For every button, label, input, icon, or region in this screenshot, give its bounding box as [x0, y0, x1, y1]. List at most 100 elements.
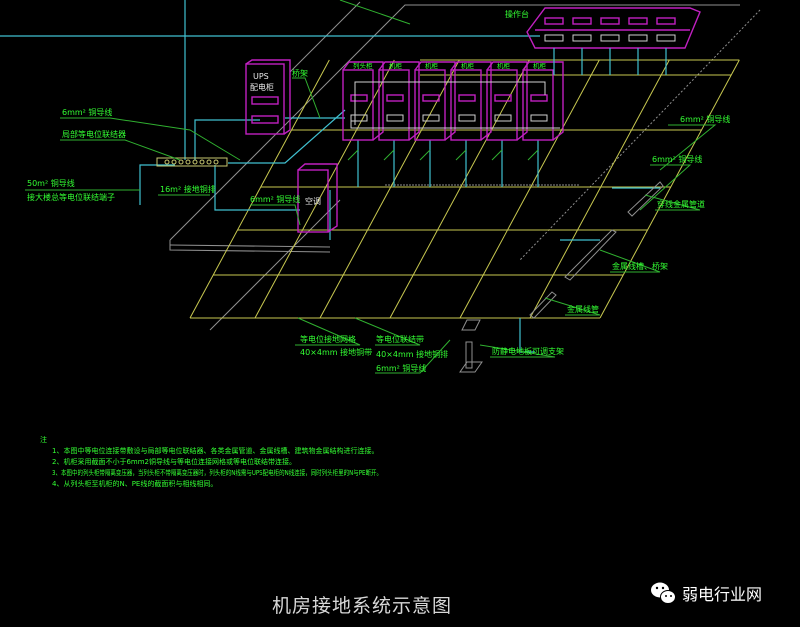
cabinet-module: [494, 94, 512, 102]
ups-distribution-cabinet: UPS 配电柜: [245, 59, 291, 135]
grid-name-label: 等电位接地网格: [300, 334, 356, 344]
grid-line: [319, 59, 460, 319]
ups-label: UPS: [253, 72, 269, 81]
grid-line: [254, 59, 395, 319]
wire-6mm-left-label: 6mm² 铜导线: [62, 107, 112, 117]
console-label: 操作台: [505, 9, 529, 19]
ground-leader: [383, 149, 395, 161]
grid-line: [459, 59, 600, 319]
notes-heading: 注: [40, 435, 47, 444]
annotation-labels: 桥架 6mm² 铜导线 局部等电位联结器 50m² 铜导线 接大楼总等电位联结端…: [27, 68, 730, 373]
terminal-hole: [192, 159, 198, 165]
watermark-text: 弱电行业网: [682, 585, 762, 604]
wire-6mm-right2-label: 6mm² 铜导线: [652, 154, 702, 164]
strip-name-label: 等电位联结带: [376, 334, 424, 344]
console-module: [572, 34, 592, 42]
console-module: [656, 17, 676, 25]
note-3: 3、本图中的列头柜带隔离变压器，当列头柜不带隔离变压器时，列头柜的N线需与UPS…: [52, 468, 382, 477]
cabinet-front: [486, 69, 518, 141]
console-module: [544, 17, 564, 25]
console-module: [572, 17, 592, 25]
local-bonding-label: 局部等电位联结器: [62, 129, 126, 139]
terminal-hole: [185, 159, 191, 165]
main-bonding-label: 接大楼总等电位联结端子: [27, 192, 115, 202]
cabinet-module: [494, 114, 512, 122]
terminal-hole: [199, 159, 205, 165]
grid-line: [529, 59, 670, 319]
console: 操作台: [505, 7, 701, 75]
metal-pipe-label: 穿线金属管道: [657, 199, 705, 209]
floor-slab: [169, 1, 761, 331]
cabinet-link: [350, 118, 560, 129]
note-2: 2、机柜采用截面不小于6mm2铜导线与等电位连接网格或等电位联结带连接。: [52, 457, 296, 466]
cabinet-module: [458, 94, 476, 102]
floor-support-label: 防静电地板可调支架: [492, 346, 564, 356]
cabinet-row: 列头柜 机柜 机柜 机柜 机柜 机柜: [342, 61, 564, 141]
wire-50mm-label: 50m² 铜导线: [27, 178, 75, 188]
notes: 注 1、本图中等电位连接带敷设与局部等电位联结器、各类金属管道、金属线槽、建筑物…: [40, 435, 382, 488]
terminal-hole: [213, 159, 219, 165]
console-module: [628, 34, 648, 42]
cabinet-module: [530, 94, 548, 102]
grid-spec-label: 40×4mm 接地铜带: [300, 347, 372, 357]
cabinet-side: [522, 61, 564, 141]
grid-line: [599, 59, 740, 319]
note-4: 4、从列头柜至机柜的N、PE线的截面积与相线相同。: [52, 479, 217, 488]
console-module: [544, 34, 564, 42]
terminal-hole: [178, 159, 184, 165]
metal-trunking-label: 金属线槽、桥架: [612, 261, 668, 271]
ground-leader: [491, 149, 503, 161]
cabinet-module: [422, 114, 440, 122]
cabinet-link: [354, 81, 546, 125]
cabinet-front: [378, 69, 410, 141]
tray-label: 桥架: [292, 68, 308, 78]
cabinet-label: 机柜: [461, 61, 475, 70]
console-module: [600, 34, 620, 42]
cabinet-front: [342, 69, 374, 141]
note-1: 1、本图中等电位连接带敷设与局部等电位联结器、各类金属管道、金属线槽、建筑物金属…: [52, 446, 378, 455]
metal-pipes: [459, 181, 664, 373]
cabinet-module: [350, 94, 368, 102]
grid-line: [189, 59, 330, 319]
diagram-title: 机房接地系统示意图: [272, 595, 452, 617]
air-conditioner: 空调: [297, 163, 338, 233]
cabinet-module: [386, 114, 404, 122]
ground-leader: [419, 149, 431, 161]
terminal-hole: [171, 159, 177, 165]
wire-16mm-label: 16m² 接地铜排: [160, 184, 216, 194]
cabinet-module: [422, 94, 440, 102]
ground-leader: [455, 149, 467, 161]
strip-spec-label: 40×4mm 接地铜排: [376, 349, 448, 359]
console-module: [656, 34, 676, 42]
ground-leader: [347, 149, 359, 161]
ups-sub-label: 配电柜: [250, 82, 274, 92]
wechat-icon: [651, 582, 676, 604]
cabinet-front: [414, 69, 446, 141]
local-bonding-bar: [156, 157, 228, 167]
cabinet-label: 机柜: [425, 61, 439, 70]
ground-wires: [0, 0, 660, 353]
leader-lines: [25, 0, 717, 374]
ground-leader: [527, 149, 539, 161]
cabinet-module: [386, 94, 404, 102]
cabinet-label: 机柜: [497, 61, 511, 70]
cabinet-ground-drops: [347, 140, 539, 187]
watermark: 弱电行业网: [651, 582, 762, 604]
cabinet-label: 列头柜: [353, 61, 373, 70]
grid-line: [389, 59, 530, 319]
air-conditioner-label: 空调: [305, 196, 321, 206]
terminal-hole: [206, 159, 212, 165]
metal-conduit-label: 金属线管: [567, 304, 599, 314]
console-module: [600, 17, 620, 25]
cabinet-label: 机柜: [389, 61, 403, 70]
cabinet-label: 机柜: [533, 61, 547, 70]
wire-6mm-right1-label: 6mm² 铜导线: [680, 114, 730, 124]
wire-6mm-ac-label: 6mm² 铜导线: [250, 194, 300, 204]
console-module: [628, 17, 648, 25]
cabinet-front: [450, 69, 482, 141]
cabinet-module: [530, 114, 548, 122]
equipotential-grid: [189, 59, 740, 319]
terminal-hole: [164, 159, 170, 165]
cabinet-front: [522, 69, 554, 141]
